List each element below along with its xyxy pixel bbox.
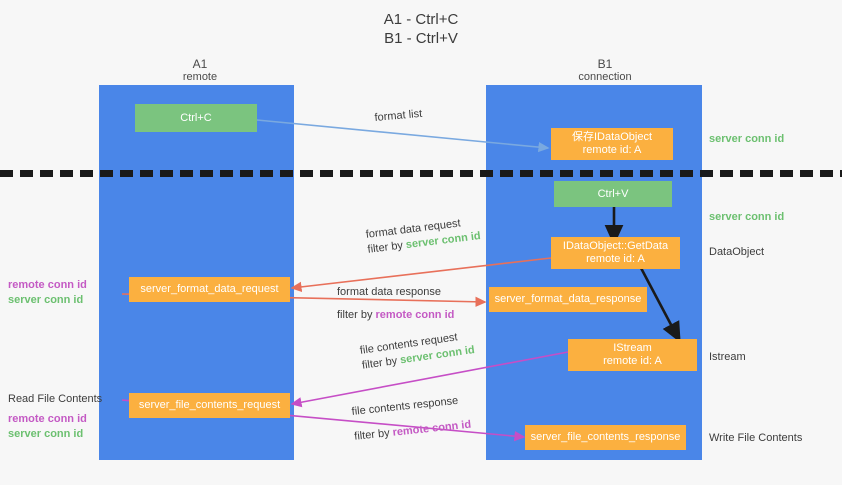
title-line-1: A1 - Ctrl+C bbox=[383, 11, 459, 28]
box-save-idataobject-subtitle: remote id: A bbox=[582, 144, 642, 156]
label-istream: Istream bbox=[709, 351, 746, 363]
box-server-format-data-response[interactable]: server_format_data_response bbox=[489, 287, 647, 312]
box-server-format-data-request[interactable]: server_format_data_request bbox=[129, 277, 290, 302]
edge-label-format-data-response-line1: format data response bbox=[337, 286, 441, 298]
box-istream-title: IStream bbox=[613, 342, 652, 354]
box-server-file-contents-request-label: server_file_contents_request bbox=[138, 399, 281, 411]
edge-label-format-list: format list bbox=[374, 107, 423, 124]
box-istream-subtitle: remote id: A bbox=[603, 355, 662, 367]
box-ctrl-v-label: Ctrl+V bbox=[597, 187, 629, 200]
box-ctrl-c-label: Ctrl+C bbox=[180, 111, 212, 124]
box-idataobject-getdata[interactable]: IDataObject::GetData remote id: A bbox=[551, 237, 680, 269]
column-header-b1: B1 connection bbox=[540, 58, 670, 84]
label-read-file-contents: Read File Contents bbox=[8, 393, 103, 405]
edge-label-file-contents-request: file contents request filter by server c… bbox=[359, 328, 476, 374]
label-group-conn-ids-1: remote conn id server conn id bbox=[8, 278, 87, 308]
edge-label-format-data-request: format data request filter by server con… bbox=[365, 214, 482, 258]
column-b1-subtitle: connection bbox=[578, 71, 632, 83]
filter-prefix: filter by bbox=[337, 309, 376, 321]
phase-separator bbox=[0, 170, 842, 177]
column-b1-name: B1 bbox=[597, 57, 613, 71]
box-server-file-contents-request[interactable]: server_file_contents_request bbox=[129, 393, 290, 418]
filter-value: remote conn id bbox=[375, 309, 455, 321]
label-group-conn-ids-2: remote conn id server conn id bbox=[8, 412, 87, 442]
label-remote-conn-id-2: remote conn id bbox=[8, 413, 87, 425]
label-remote-conn-id-1: remote conn id bbox=[8, 279, 87, 291]
label-write-file-contents: Write File Contents bbox=[709, 432, 803, 444]
box-idataobject-getdata-title: IDataObject::GetData bbox=[562, 240, 669, 252]
column-a1-name: A1 bbox=[192, 57, 208, 71]
edge-label-file-contents-response-line1: file contents response bbox=[351, 394, 459, 418]
box-save-idataobject-title: 保存IDataObject bbox=[571, 131, 653, 143]
box-istream[interactable]: IStream remote id: A bbox=[568, 339, 697, 371]
filter-prefix: filter by bbox=[366, 239, 407, 256]
filter-prefix: filter by bbox=[353, 426, 394, 443]
box-save-idataobject[interactable]: 保存IDataObject remote id: A bbox=[551, 128, 673, 160]
box-server-file-contents-response[interactable]: server_file_contents_response bbox=[525, 425, 686, 450]
edge-label-format-data-response: format data response filter by remote co… bbox=[337, 285, 454, 323]
filter-prefix: filter by bbox=[361, 354, 402, 372]
column-a1-subtitle: remote bbox=[182, 71, 218, 83]
filter-value: remote conn id bbox=[392, 418, 472, 439]
box-server-format-data-request-label: server_format_data_request bbox=[140, 283, 279, 295]
box-server-file-contents-response-label: server_file_contents_response bbox=[530, 431, 681, 443]
edge-label-format-data-response-filter: filter by remote conn id bbox=[337, 308, 454, 323]
box-idataobject-getdata-subtitle: remote id: A bbox=[586, 253, 645, 265]
label-dataobject: DataObject bbox=[709, 246, 765, 258]
title-line-2: B1 - Ctrl+V bbox=[384, 30, 458, 47]
box-ctrl-c[interactable]: Ctrl+C bbox=[135, 104, 257, 132]
label-server-conn-id-top: server conn id bbox=[709, 133, 785, 145]
page-title: A1 - Ctrl+C B1 - Ctrl+V bbox=[0, 10, 842, 48]
column-header-a1: A1 remote bbox=[135, 58, 265, 84]
box-server-format-data-response-label: server_format_data_response bbox=[494, 293, 642, 305]
label-server-conn-id-1: server conn id bbox=[8, 294, 84, 306]
edge-label-file-contents-response-filter: filter by remote conn id bbox=[354, 418, 472, 445]
box-ctrl-v[interactable]: Ctrl+V bbox=[554, 181, 672, 207]
label-server-conn-id-2: server conn id bbox=[8, 428, 84, 440]
edge-label-file-contents-response: file contents response filter by remote … bbox=[351, 393, 472, 445]
label-server-conn-id-second: server conn id bbox=[709, 211, 785, 223]
